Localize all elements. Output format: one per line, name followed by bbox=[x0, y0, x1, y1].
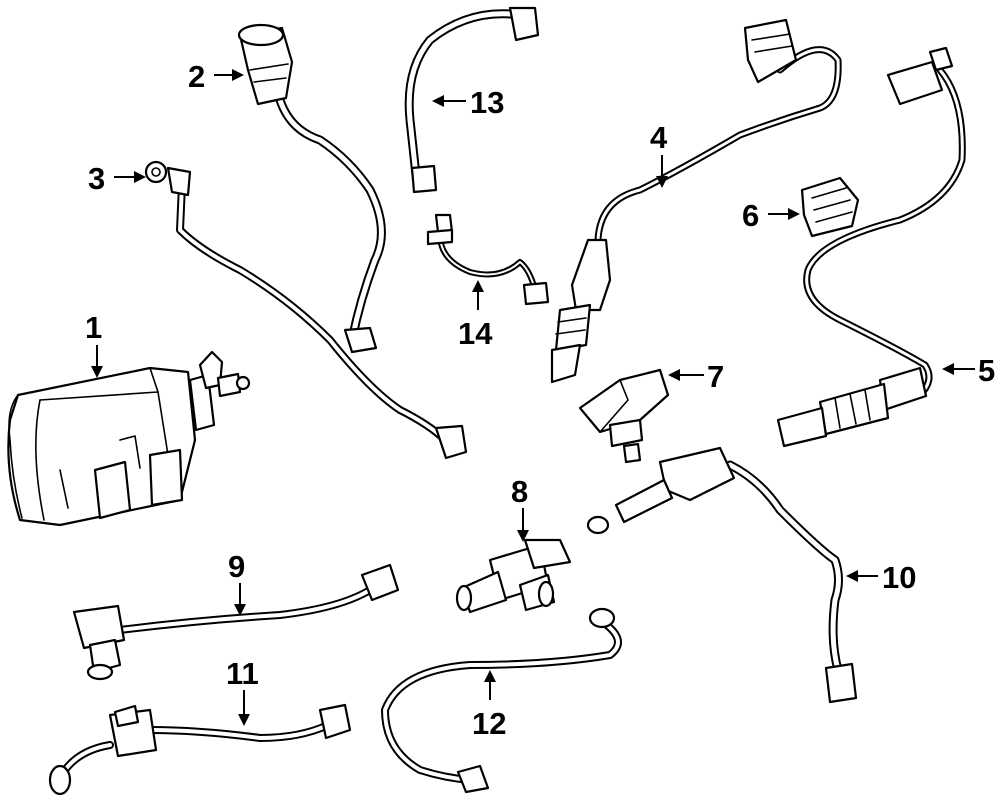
arrow-1 bbox=[91, 345, 103, 378]
arrow-8 bbox=[517, 508, 529, 542]
callout-7: 7 bbox=[707, 359, 724, 394]
callout-8: 8 bbox=[511, 474, 528, 509]
arrow-10 bbox=[846, 570, 878, 582]
arrow-12 bbox=[484, 670, 496, 700]
arrow-3 bbox=[114, 171, 146, 183]
arrow-14 bbox=[472, 280, 484, 310]
arrow-9 bbox=[234, 583, 246, 616]
arrow-5 bbox=[942, 363, 975, 375]
part-9-hose bbox=[72, 563, 400, 681]
callout-3: 3 bbox=[88, 161, 105, 196]
arrow-4 bbox=[656, 155, 668, 188]
callout-5: 5 bbox=[978, 353, 995, 388]
callout-12: 12 bbox=[472, 706, 506, 741]
callout-14: 14 bbox=[458, 316, 493, 351]
part-6-connector-clip bbox=[800, 176, 860, 238]
callout-labels: 1 2 3 4 5 6 7 8 9 10 11 12 13 14 bbox=[85, 59, 995, 741]
part-10-hose bbox=[586, 446, 858, 704]
arrow-11 bbox=[238, 690, 250, 726]
arrow-13 bbox=[432, 95, 466, 107]
callout-4: 4 bbox=[650, 120, 668, 155]
part-4-oxygen-sensor bbox=[550, 18, 842, 384]
leader-arrows bbox=[91, 69, 975, 726]
arrow-6 bbox=[768, 208, 800, 220]
part-3-purge-line bbox=[144, 160, 468, 460]
callout-11: 11 bbox=[226, 656, 259, 691]
part-11-hose bbox=[48, 703, 352, 796]
callout-2: 2 bbox=[188, 59, 205, 94]
part-14-sensor-line bbox=[426, 213, 550, 306]
part-8-tee-connector bbox=[455, 538, 572, 614]
part-13-hose bbox=[404, 6, 540, 194]
part-2-vent-hose bbox=[237, 23, 386, 354]
part-7-sensor-valve bbox=[578, 368, 670, 464]
callout-10: 10 bbox=[882, 560, 916, 595]
callout-9: 9 bbox=[228, 549, 245, 584]
callout-1: 1 bbox=[85, 310, 102, 345]
arrow-2 bbox=[214, 69, 244, 81]
callout-13: 13 bbox=[470, 85, 504, 120]
part-12-hose bbox=[381, 607, 622, 794]
callout-6: 6 bbox=[742, 198, 759, 233]
arrow-7 bbox=[668, 369, 704, 381]
part-5-oxygen-sensor bbox=[776, 46, 966, 448]
part-1-charcoal-canister bbox=[7, 350, 251, 527]
